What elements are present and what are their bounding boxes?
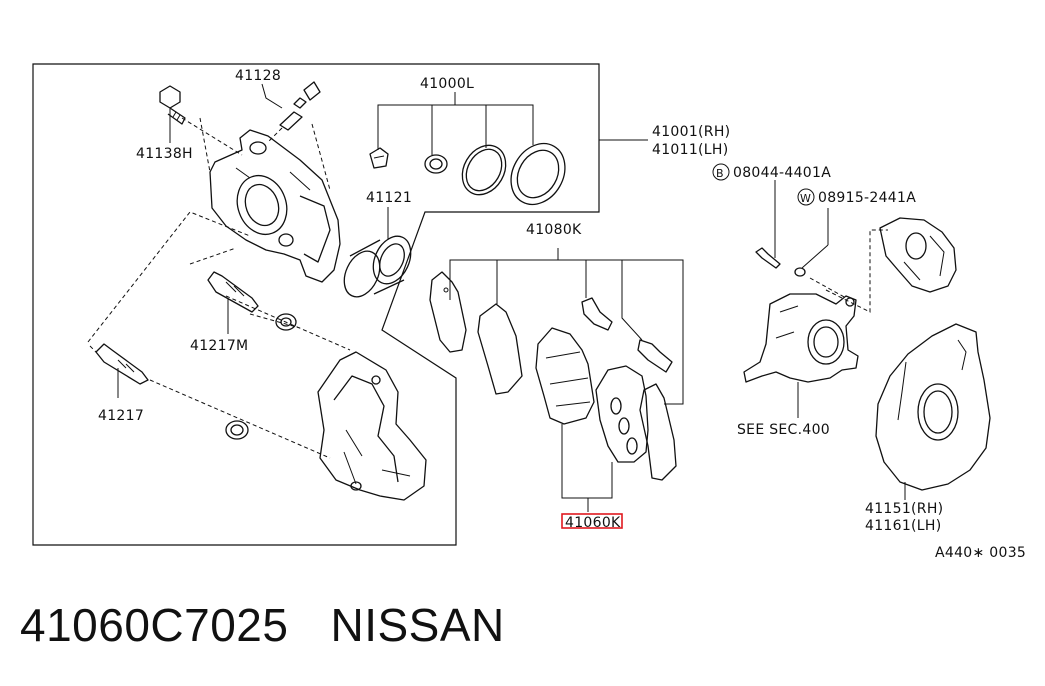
- caliper-body: [209, 129, 341, 283]
- label-41217m: 41217M: [190, 338, 248, 354]
- assembly-guide-lines: [87, 211, 351, 459]
- leader-41060k: [561, 424, 613, 512]
- brand-name: NISSAN: [330, 599, 505, 651]
- label-41217: 41217: [98, 408, 144, 424]
- bolt-08044: [755, 180, 781, 269]
- caliper-assembly-frame: [32, 63, 600, 546]
- label-see-sec-400: SEE SEC.400: [737, 422, 830, 438]
- dust-shield: [875, 323, 991, 491]
- knuckle-guide-lines: [809, 229, 888, 313]
- bleeder-screw-41128: [267, 81, 321, 143]
- bolt-symbol-b: [712, 163, 730, 181]
- leader-41080k: [449, 248, 684, 405]
- leader-41128: [261, 83, 283, 109]
- caliper-bracket: [317, 351, 427, 501]
- guide-pin-41217m: [207, 271, 297, 331]
- label-41001-rh: 41001(RH): [652, 124, 730, 140]
- guide-pin-41217: [95, 343, 249, 440]
- label-41161-lh: 41161(LH): [865, 518, 942, 534]
- pad-hardware-kit-41080k: [429, 271, 677, 481]
- washer-08915: [794, 208, 829, 277]
- leader-41000l: [377, 92, 534, 155]
- piston-41121: [343, 235, 412, 298]
- part-caption: 41060C7025 NISSAN: [20, 598, 547, 652]
- steering-knuckle: [743, 293, 859, 383]
- label-41080k: 41080K: [526, 222, 582, 238]
- label-08915-2441a: 08915-2441A: [818, 190, 916, 206]
- label-41138h: 41138H: [136, 146, 193, 162]
- washer-symbol-w: [797, 188, 815, 206]
- highlight-box-41060k: [561, 513, 623, 529]
- label-41121: 41121: [366, 190, 412, 206]
- label-41000l: 41000L: [420, 76, 474, 92]
- part-number: 41060C7025: [20, 599, 289, 651]
- caliper-assembly-icon: [879, 217, 957, 293]
- label-41060k: 41060K: [565, 515, 621, 531]
- label-41128: 41128: [235, 68, 281, 84]
- label-41011-lh: 41011(LH): [652, 142, 729, 158]
- label-41151-rh: 41151(RH): [865, 501, 943, 517]
- diagram-reference: A440∗ 0035: [935, 545, 1026, 561]
- brake-pad-set-41060k: [535, 327, 649, 463]
- symbol-b: B: [716, 167, 724, 180]
- caliper-guide-line: [199, 117, 211, 173]
- seal-kit-41000l: [369, 142, 566, 206]
- label-08044-4401a: 08044-4401A: [733, 165, 831, 181]
- symbol-w: W: [800, 192, 811, 205]
- bleeder-bolt-41138h: [159, 85, 243, 156]
